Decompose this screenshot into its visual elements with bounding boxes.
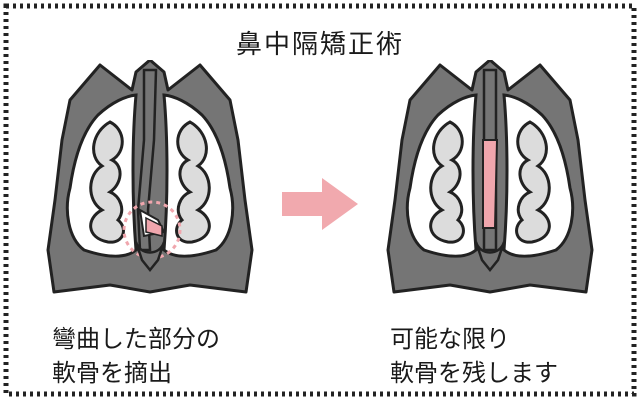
left-turbinates: [89, 120, 125, 244]
after-caption: 可能な限り 軟骨を残します: [390, 322, 558, 390]
after-caption-line1: 可能な限り: [390, 325, 510, 353]
after-caption-line2: 軟骨を残します: [390, 359, 558, 387]
right-turbinates: [515, 120, 551, 244]
nasal-cross-section-after: [386, 60, 594, 294]
before-caption: 彎曲した部分の 軟骨を摘出: [52, 322, 220, 390]
page-title: 鼻中隔矯正術: [235, 30, 404, 60]
removed-cartilage-highlight: [145, 216, 163, 237]
nasal-cross-section-before: [46, 60, 254, 294]
before-caption-line2: 軟骨を摘出: [52, 359, 172, 387]
septum-base: [134, 241, 166, 273]
before-caption-line1: 彎曲した部分の: [52, 325, 220, 353]
preserved-cartilage: [482, 139, 499, 229]
left-turbinates: [429, 120, 465, 244]
right-turbinates: [175, 120, 211, 244]
septum-base: [474, 241, 506, 273]
right-arrow-icon: [282, 178, 358, 230]
